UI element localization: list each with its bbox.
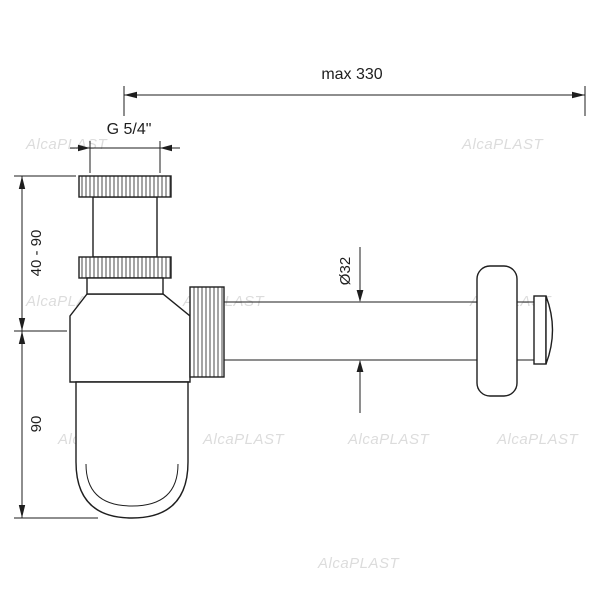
watermark: AlcaPLAST	[25, 136, 109, 153]
arrow-right	[572, 91, 585, 99]
dimension-max-width: max 330	[123, 66, 586, 116]
arrow-left	[124, 91, 137, 99]
watermark: AlcaPLAST	[496, 431, 580, 448]
watermark: AlcaPLAST	[317, 555, 401, 572]
arrow-up	[18, 331, 26, 344]
trap-cup-inner-dome	[85, 463, 179, 507]
outlet-end-cap	[545, 295, 554, 365]
dimension-thread-size: G 5/4"	[70, 121, 180, 173]
inlet-height-range-label: 40 - 90	[28, 230, 45, 277]
arrow-down	[18, 318, 26, 331]
arrow-up	[18, 176, 26, 189]
inlet-mid-nut	[78, 256, 172, 279]
arrow-left	[78, 144, 90, 152]
inlet-neck	[86, 277, 164, 295]
arrow-down	[356, 290, 364, 302]
arrow-down	[18, 505, 26, 518]
dimension-pipe-diameter: Ø32	[337, 247, 364, 413]
watermark: AlcaPLAST	[202, 431, 286, 448]
body-height-label: 90	[28, 416, 45, 433]
siphon-parts	[69, 175, 554, 519]
max-width-label: max 330	[321, 66, 382, 83]
watermark: AlcaPLAST	[461, 136, 545, 153]
wall-flange	[476, 265, 518, 397]
inlet-pipe	[92, 196, 158, 258]
arrow-right	[160, 144, 172, 152]
thread-size-label: G 5/4"	[107, 121, 152, 138]
pipe-diameter-label: Ø32	[337, 257, 354, 285]
dimension-heights: 40 - 90 90	[14, 175, 98, 519]
outlet-junction-nut	[189, 286, 225, 378]
trap-cup	[75, 381, 189, 519]
watermark: AlcaPLAST	[347, 431, 431, 448]
trap-upper-body	[69, 293, 191, 383]
arrow-up	[356, 360, 364, 372]
inlet-top-nut	[78, 175, 172, 198]
outlet-end-sleeve	[533, 295, 547, 365]
